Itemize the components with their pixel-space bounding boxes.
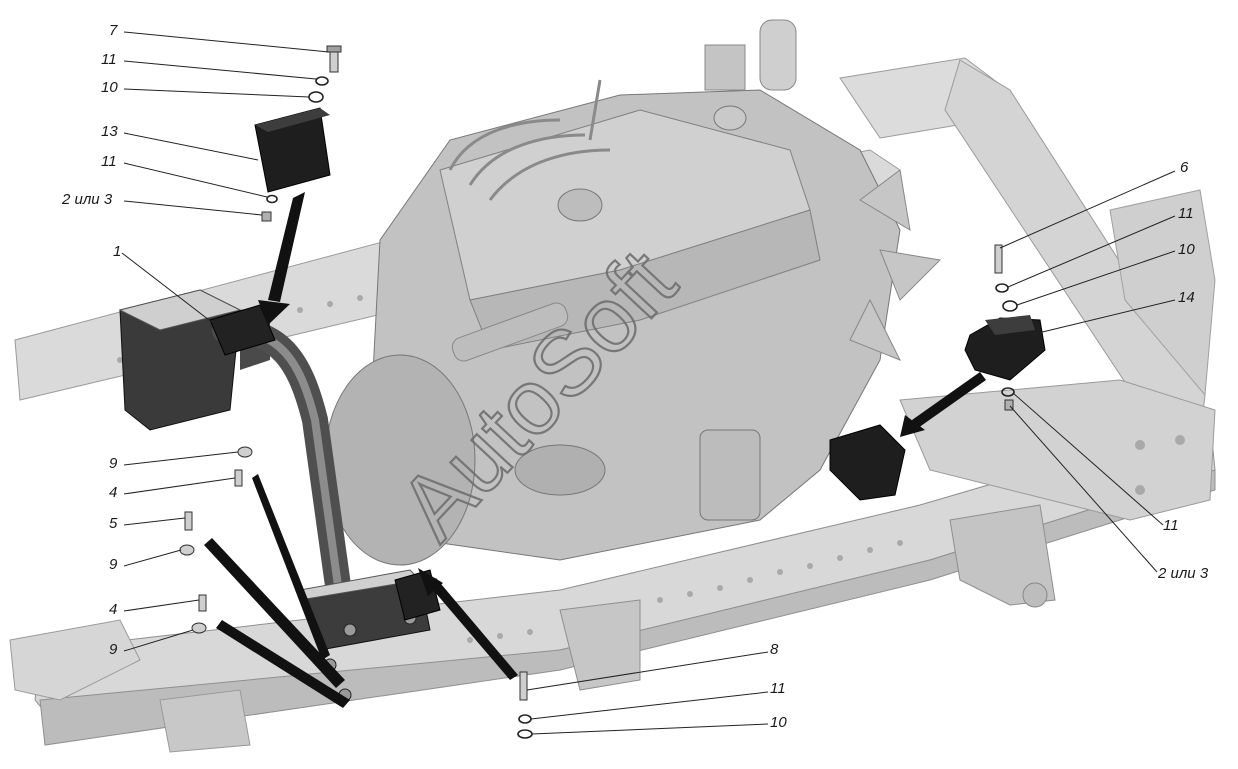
assembly-arrows — [204, 192, 986, 708]
oil-filter — [699, 429, 761, 521]
engine-mount-left-installed — [209, 304, 276, 356]
callout-2-or-3: 2 или 3 — [61, 191, 113, 208]
air-intake-pipe — [759, 19, 797, 91]
bolt-6 — [994, 244, 1003, 274]
callout-2-or-3: 2 или 3 — [1157, 565, 1209, 582]
engine-oil-cap — [557, 188, 603, 222]
arrow-bottom-mount — [428, 578, 518, 680]
arrow-right-mount — [912, 372, 986, 428]
callout-11: 11 — [101, 153, 117, 170]
engine-mount-13 — [254, 107, 331, 193]
engine-mount-14 — [964, 315, 1046, 381]
leader-lines — [121, 31, 1176, 735]
callout-5: 5 — [109, 515, 118, 532]
callout-9: 9 — [109, 556, 118, 573]
arrow-left-5 — [204, 538, 345, 688]
callout-11: 11 — [101, 51, 117, 68]
callout-9: 9 — [109, 455, 118, 472]
arrow-top-mount — [268, 192, 305, 302]
callout-10: 10 — [770, 714, 787, 731]
engine-mount-right-installed — [829, 424, 906, 501]
callout-13: 13 — [101, 123, 118, 140]
arrow-left-9a — [252, 474, 330, 660]
spring-washer-11 — [315, 76, 329, 86]
bolt-7 — [329, 49, 339, 73]
callout-6: 6 — [1180, 159, 1189, 176]
arrow-left-9c — [216, 620, 350, 708]
callout-7: 7 — [109, 22, 118, 39]
callout-8: 8 — [770, 641, 779, 658]
callout-4: 4 — [109, 484, 117, 501]
callout-labels: 7 11 10 13 11 2 или 3 1 9 4 5 9 4 9 6 11… — [61, 22, 1209, 731]
bolt-8 — [519, 671, 528, 701]
callout-11: 11 — [770, 680, 786, 697]
callout-9: 9 — [109, 641, 118, 658]
engine-assembly — [324, 19, 942, 566]
fasteners — [179, 45, 1018, 739]
callout-1: 1 — [113, 243, 121, 260]
callout-14: 14 — [1178, 289, 1195, 306]
engine-fan — [849, 169, 942, 361]
callout-10: 10 — [1178, 241, 1195, 258]
callout-11: 11 — [1178, 205, 1194, 222]
callout-4: 4 — [109, 601, 117, 618]
callout-10: 10 — [101, 79, 118, 96]
washer-10 — [308, 91, 324, 103]
frame-front-crossmember — [899, 379, 1216, 521]
nut-2-or-3-top — [261, 211, 272, 222]
callout-11: 11 — [1163, 517, 1179, 534]
